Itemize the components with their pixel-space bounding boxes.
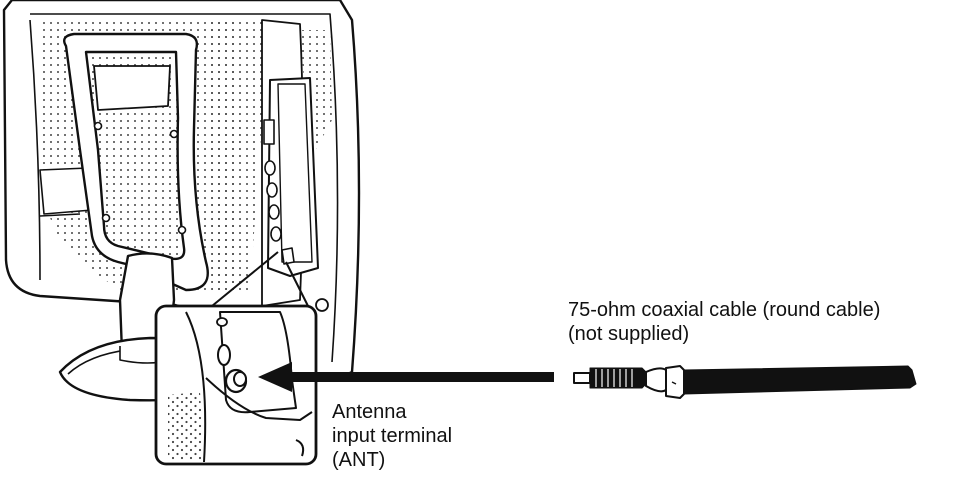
antenna-label-line-1: Antenna: [332, 401, 407, 423]
cable-label-line-1: 75-ohm coaxial cable (round cable): [568, 299, 881, 321]
antenna-terminal-label: Antenna input terminal (ANT): [332, 400, 452, 472]
callout-lines: [211, 251, 309, 307]
antenna-label-line-2: input terminal: [332, 425, 453, 447]
coaxial-cable: [573, 365, 917, 399]
antenna-label-line-3: (ANT): [332, 449, 386, 471]
stand-handle: [63, 32, 209, 292]
insert-arrow: [258, 362, 554, 392]
cable-label-line-2: (not supplied): [568, 323, 690, 345]
terminal-inset: [154, 304, 318, 466]
cable-label: 75-ohm coaxial cable (round cable) (not …: [568, 298, 880, 346]
